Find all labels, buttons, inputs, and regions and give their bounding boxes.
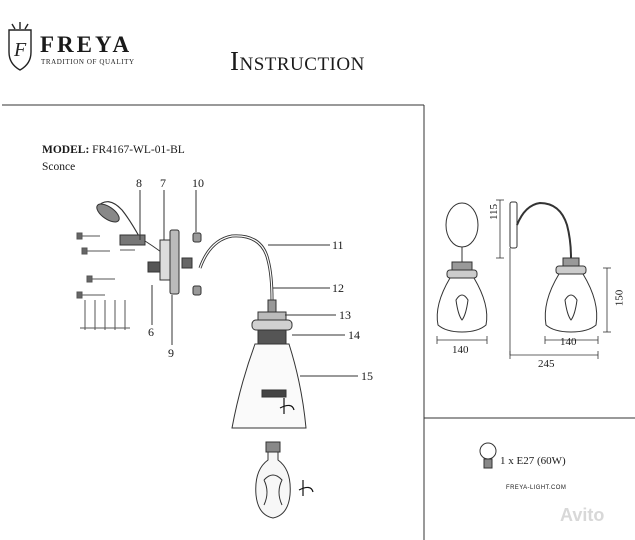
dim-width-front: 140 — [452, 344, 469, 356]
watermark: Avito — [560, 505, 605, 525]
dim-height-shade: 150 — [613, 289, 626, 307]
callout-14: 14 — [348, 328, 360, 342]
exploded-view — [76, 201, 307, 519]
front-view — [436, 202, 488, 333]
side-view — [509, 201, 598, 333]
freya-crest-icon: F — [8, 22, 32, 71]
bulb-icon — [479, 442, 497, 469]
callout-10: 10 — [192, 176, 204, 190]
model-line: MODEL: FR4167-WL-01-BL — [42, 144, 185, 156]
dim-depth: 245 — [538, 358, 555, 370]
callout-13: 13 — [339, 308, 351, 322]
callout-8: 8 — [136, 176, 142, 190]
product-type: Sconce — [42, 161, 76, 173]
page-title-text: Instruction — [230, 46, 365, 76]
callout-6: 6 — [148, 325, 154, 339]
dim-width-side: 140 — [560, 336, 577, 348]
leader-lines — [139, 190, 358, 377]
model-label: MODEL: — [42, 144, 90, 156]
bulb-spec: 1 x E27 (60W) — [500, 455, 566, 467]
page-title: Instruction — [230, 46, 365, 77]
callout-11: 11 — [332, 238, 344, 252]
website-text: FREYA-LIGHT.COM — [506, 485, 567, 491]
callout-12: 12 — [332, 281, 344, 295]
callout-7: 7 — [160, 176, 166, 190]
dim-height-top: 115 — [488, 203, 501, 221]
brand-tagline: TRADITION OF QUALITY — [41, 58, 135, 66]
frame-lines — [2, 104, 635, 540]
svg-text:F: F — [13, 39, 27, 61]
callout-9: 9 — [168, 346, 174, 360]
brand-logo-text: FREYA — [40, 32, 133, 57]
model-code: FR4167-WL-01-BL — [92, 144, 185, 156]
dimension-lines — [436, 199, 611, 359]
callout-15: 15 — [361, 369, 373, 383]
rotate-arrow-icon — [279, 398, 314, 496]
